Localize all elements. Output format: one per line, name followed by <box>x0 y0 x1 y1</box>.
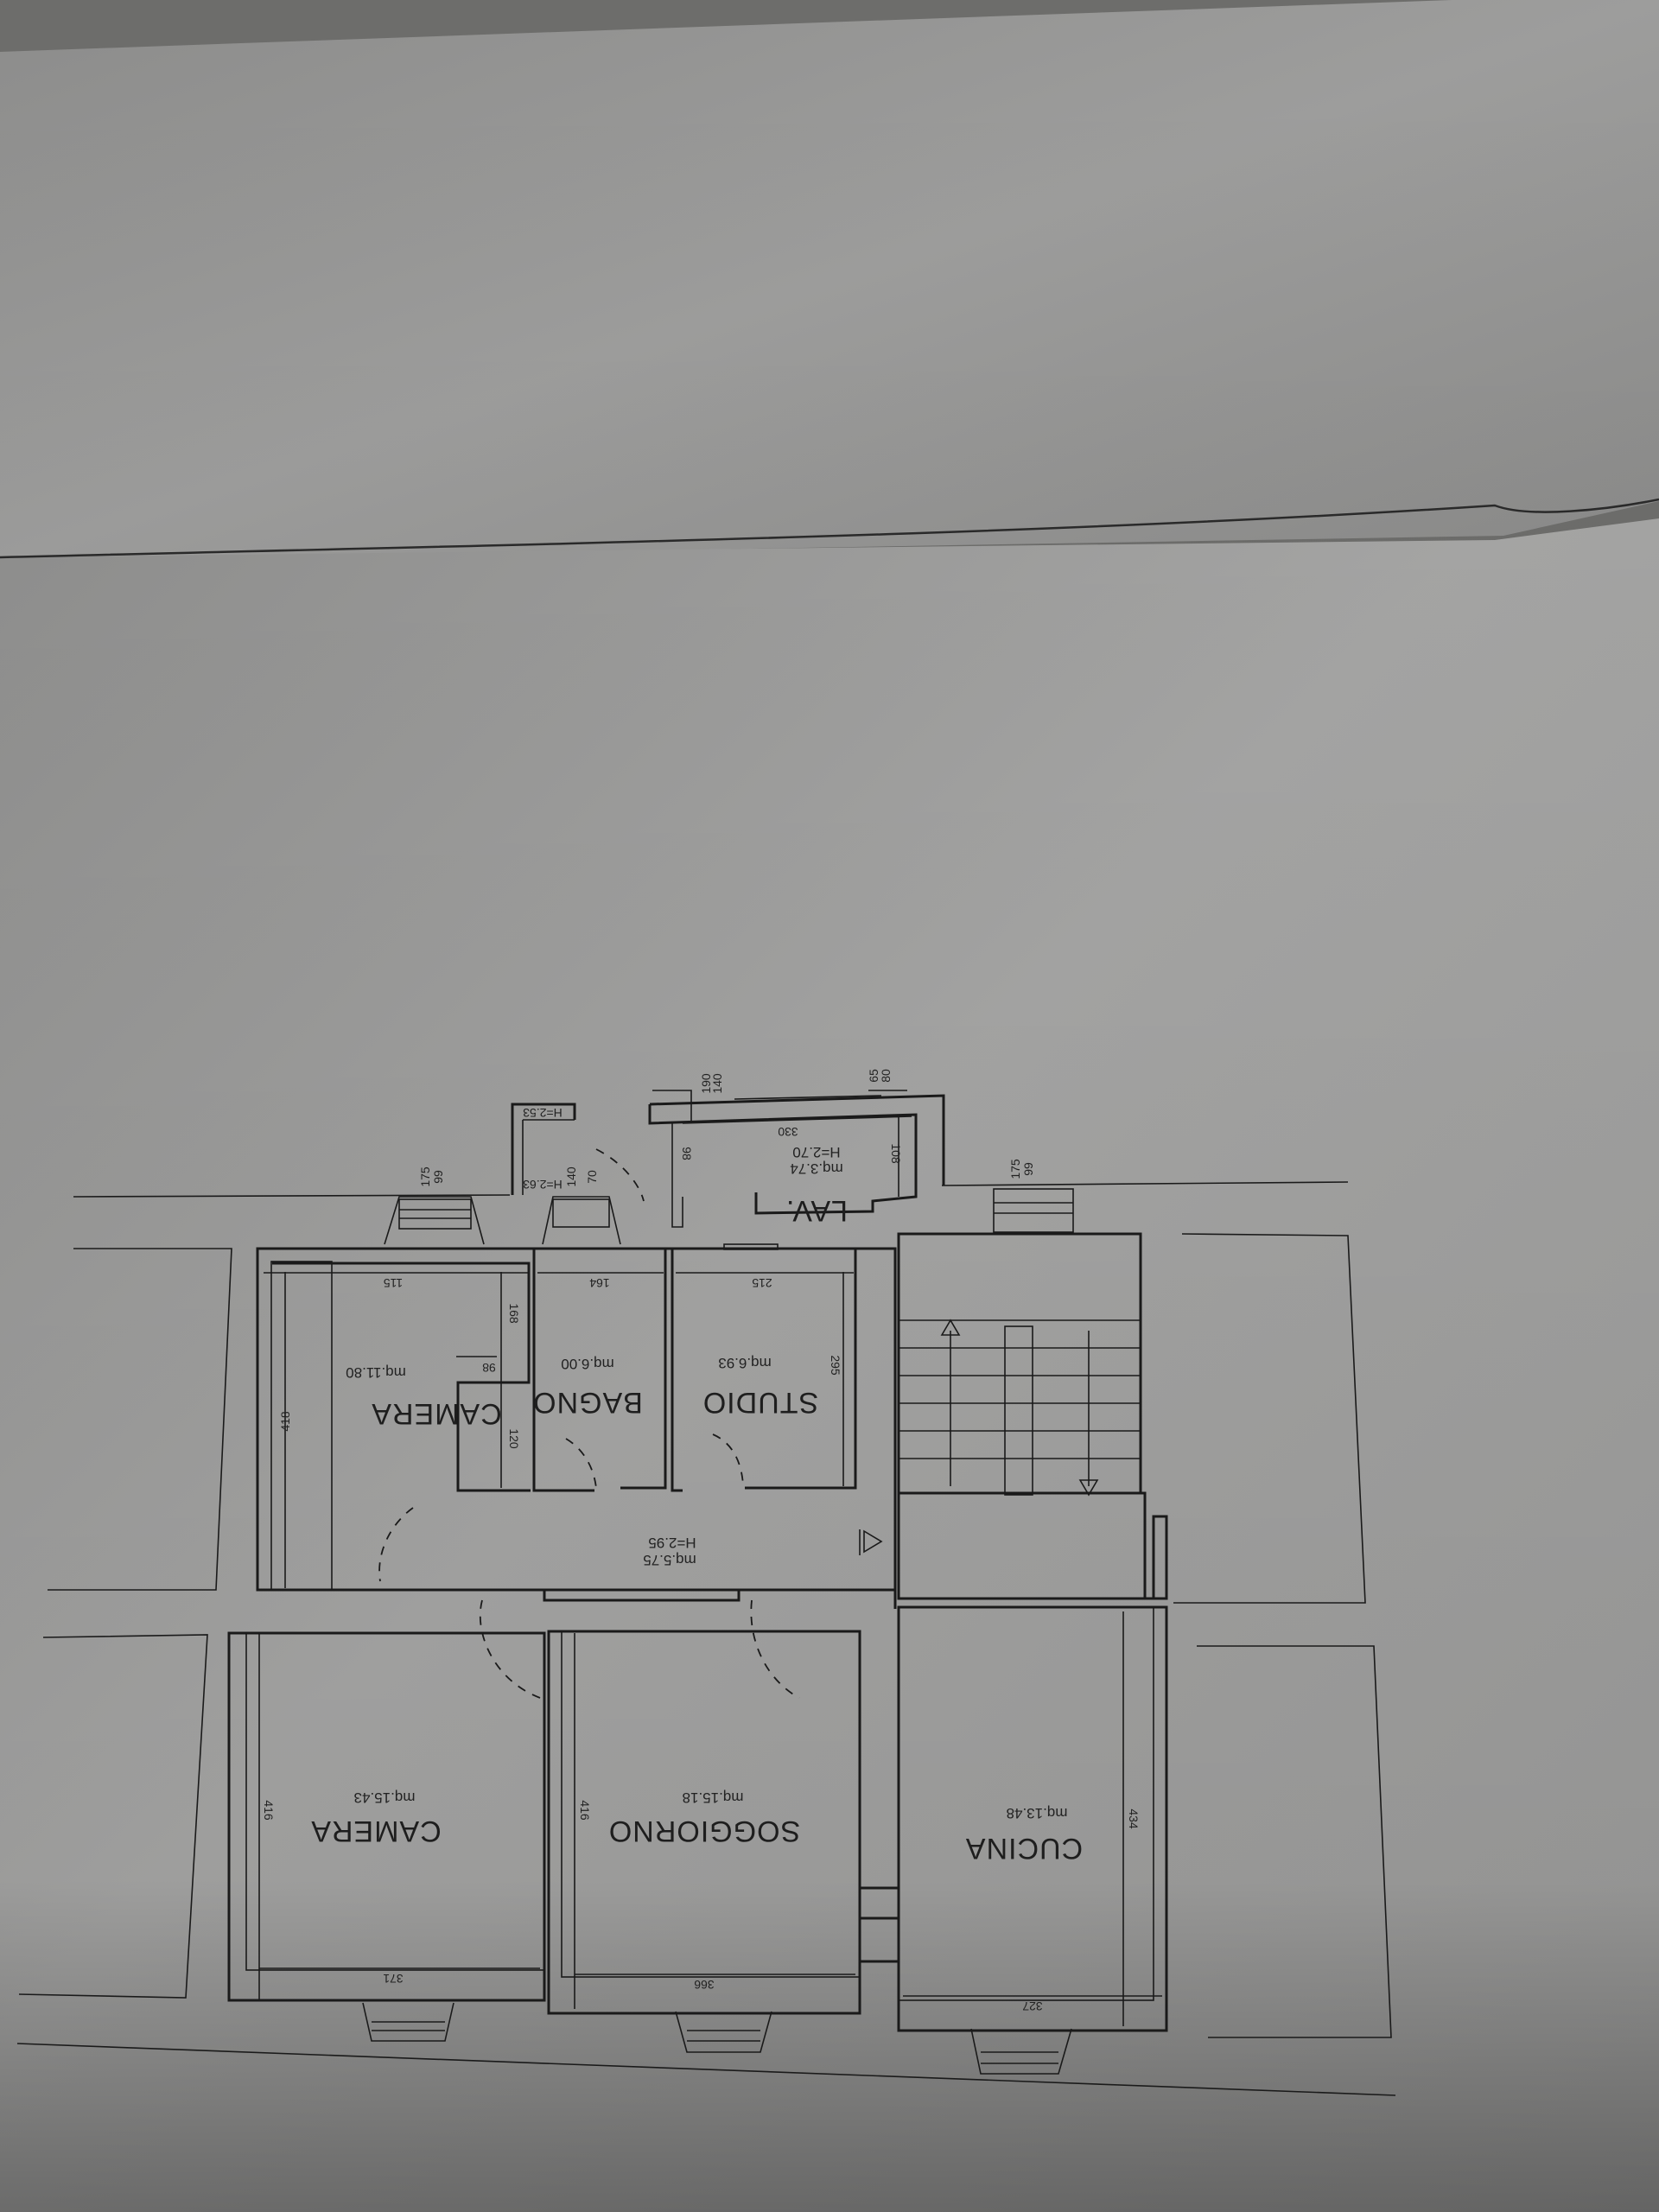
room-area: mq.6.93 <box>718 1355 771 1371</box>
room-name: BAGNO <box>532 1386 643 1419</box>
door-swings <box>378 1433 800 1699</box>
balcony-height: H=2.63 <box>523 1178 563 1192</box>
dimension-numbers: 115 418 168 98 120 164 215 295 330 108 9… <box>262 1069 1141 2013</box>
dim-label: 98 <box>482 1361 496 1375</box>
room-name: CAMERA <box>310 1815 441 1847</box>
dim-label: 168 <box>507 1303 521 1324</box>
dim-label: 65 <box>867 1069 880 1083</box>
dim-label: 366 <box>694 1978 715 1992</box>
dim-label: 190 <box>699 1073 713 1094</box>
room-name: STUDIO <box>702 1386 818 1419</box>
dim-label: 120 <box>507 1428 521 1449</box>
dim-label: 140 <box>710 1073 724 1094</box>
dim-label: 418 <box>278 1411 292 1432</box>
windows <box>362 1090 1074 2075</box>
dim-label: 108 <box>889 1143 903 1164</box>
dim-label: 99 <box>431 1170 445 1184</box>
room-name: LAV. <box>785 1194 848 1227</box>
dim-label: 434 <box>1127 1808 1141 1829</box>
dim-label: 175 <box>1008 1159 1022 1179</box>
room-area: mq.3.74 <box>790 1160 842 1177</box>
dim-label: 416 <box>578 1800 592 1821</box>
lower-room-block <box>227 1515 1168 2032</box>
balcony-height: H=2.53 <box>523 1106 563 1120</box>
corridor-height: H=2.95 <box>648 1535 696 1551</box>
room-height: H=2.70 <box>792 1144 840 1160</box>
exterior-walls <box>16 1181 1396 2096</box>
dim-label: 327 <box>1022 1999 1043 2013</box>
room-area: mq.11.80 <box>346 1364 406 1381</box>
dim-label: 416 <box>262 1800 276 1821</box>
dimension-lines <box>258 1115 1162 2026</box>
dim-label: 98 <box>680 1147 694 1160</box>
corridor-area: mq.5.75 <box>643 1552 696 1568</box>
dim-label: 164 <box>589 1276 610 1290</box>
dim-label: 215 <box>752 1276 772 1290</box>
dim-label: 115 <box>384 1276 404 1290</box>
dim-label: 175 <box>418 1166 432 1187</box>
room-name: CUCINA <box>965 1832 1083 1865</box>
dim-label: 99 <box>1021 1162 1035 1176</box>
dim-label: 80 <box>879 1069 893 1083</box>
room-labels: CAMERA mq.11.80 BAGNO mq.6.00 STUDIO mq.… <box>310 1106 1083 1865</box>
room-area: mq.6.00 <box>561 1356 613 1372</box>
dim-label: 140 <box>564 1166 578 1187</box>
upper-room-block <box>256 1247 897 1609</box>
dim-label: 70 <box>585 1170 599 1184</box>
staircase <box>859 1232 1147 1600</box>
lav-and-balcony <box>511 1094 945 1250</box>
dim-label: 295 <box>829 1355 842 1376</box>
dim-label: 371 <box>383 1972 404 1986</box>
room-name: SOGGIORNO <box>608 1815 800 1847</box>
room-name: CAMERA <box>371 1397 501 1430</box>
dim-label: 330 <box>778 1125 798 1139</box>
room-area: mq.15.43 <box>354 1789 416 1806</box>
room-area: mq.15.18 <box>683 1789 744 1806</box>
room-area: mq.13.48 <box>1007 1805 1068 1821</box>
